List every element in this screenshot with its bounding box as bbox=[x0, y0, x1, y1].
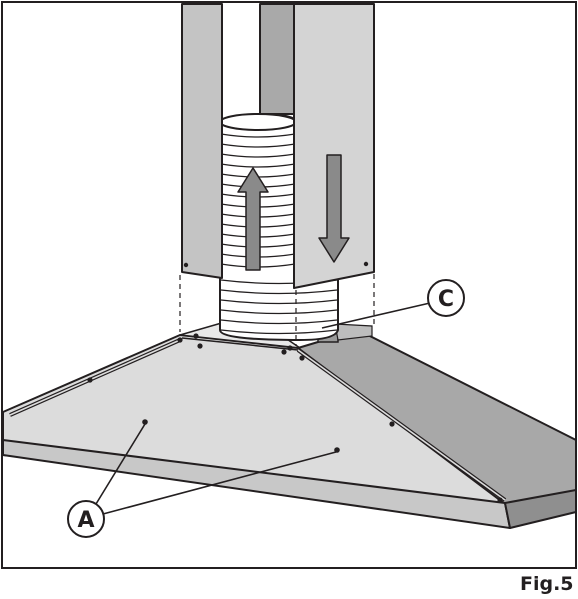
hood-corner-rail-right-inner bbox=[297, 349, 506, 501]
screw bbox=[299, 355, 305, 361]
screw bbox=[87, 377, 93, 383]
arrow-down-icon bbox=[318, 154, 350, 263]
duct-rib bbox=[220, 319, 338, 325]
range-hood-installation-diagram: C A bbox=[1, 1, 577, 569]
callout-a-leader-2 bbox=[102, 451, 337, 515]
callout-a-label: A bbox=[77, 508, 94, 533]
screw bbox=[389, 421, 395, 427]
alignment-guides bbox=[179, 274, 375, 346]
hood-top-rail bbox=[181, 337, 299, 351]
chimney-cover-back-panel bbox=[259, 3, 295, 115]
callout-a-leader-1 bbox=[95, 423, 146, 505]
screw bbox=[177, 337, 183, 343]
hood-right-edge bbox=[504, 489, 577, 529]
callout-c-label: C bbox=[438, 287, 454, 312]
hood-corner-rail-left-inner bbox=[9, 339, 181, 416]
screw bbox=[193, 333, 199, 339]
callout-a-circle bbox=[67, 500, 105, 538]
chimney-screw-left bbox=[183, 262, 189, 268]
chimney-cover-front-panel bbox=[293, 3, 375, 289]
arrow-up-icon bbox=[237, 167, 269, 271]
duct-rib bbox=[220, 153, 296, 158]
screw bbox=[497, 497, 503, 503]
chimney-cover-left-panel bbox=[181, 3, 223, 279]
duct-rib bbox=[220, 309, 338, 315]
duct-rib bbox=[220, 299, 338, 305]
duct-rib bbox=[220, 133, 296, 138]
duct-rib bbox=[220, 163, 296, 168]
duct-top-opening bbox=[219, 113, 297, 131]
duct-rib bbox=[220, 289, 338, 295]
duct-rib bbox=[220, 329, 338, 335]
callout-c-circle bbox=[427, 279, 465, 317]
callout-c-leader bbox=[321, 302, 431, 329]
chimney-screw-right bbox=[363, 261, 369, 267]
callout-c: C bbox=[321, 279, 465, 329]
screw bbox=[142, 419, 148, 425]
screw bbox=[287, 345, 293, 351]
duct-rib bbox=[220, 143, 296, 148]
outlet-flap-housing bbox=[334, 323, 373, 341]
screw bbox=[281, 349, 287, 355]
screw bbox=[197, 343, 203, 349]
callout-a: A bbox=[67, 423, 337, 538]
figure-caption: Fig.5 bbox=[520, 573, 574, 595]
